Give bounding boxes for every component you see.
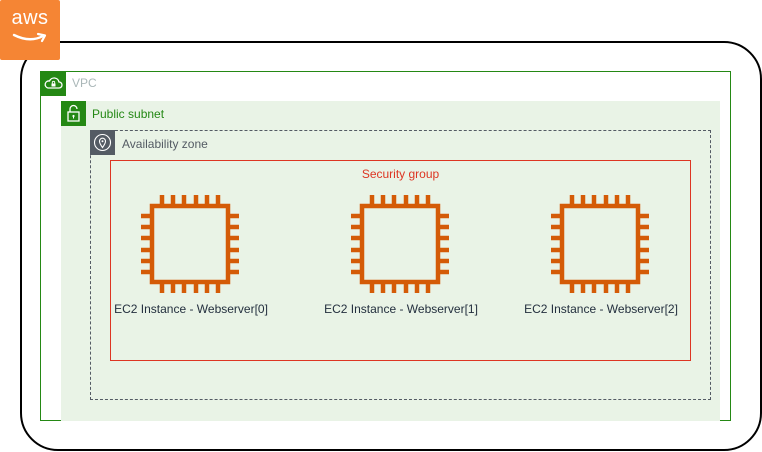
ec2-instance-label: EC2 Instance - Webserver[1] <box>324 302 478 316</box>
aws-logo: aws <box>0 0 60 60</box>
ec2-chip-icon <box>550 194 650 294</box>
vpc-label: VPC <box>72 76 97 90</box>
ec2-chip-icon <box>350 194 450 294</box>
ec2-instance-label: EC2 Instance - Webserver[2] <box>524 302 678 316</box>
map-pin-icon <box>90 130 115 155</box>
public-subnet-label: Public subnet <box>92 107 165 121</box>
public-subnet-group <box>61 101 720 421</box>
availability-zone-label: Availability zone <box>122 137 208 151</box>
aws-smile-icon <box>12 32 47 43</box>
security-group-label: Security group <box>361 167 440 181</box>
padlock-icon <box>61 101 86 126</box>
ec2-chip-icon <box>140 194 240 294</box>
ec2-instance-label: EC2 Instance - Webserver[0] <box>114 302 268 316</box>
aws-logo-text: aws <box>11 7 49 29</box>
security-group <box>110 160 691 361</box>
availability-zone-group <box>90 130 711 400</box>
cloud-lock-icon <box>41 71 66 96</box>
aws-cloud-group <box>20 41 762 451</box>
